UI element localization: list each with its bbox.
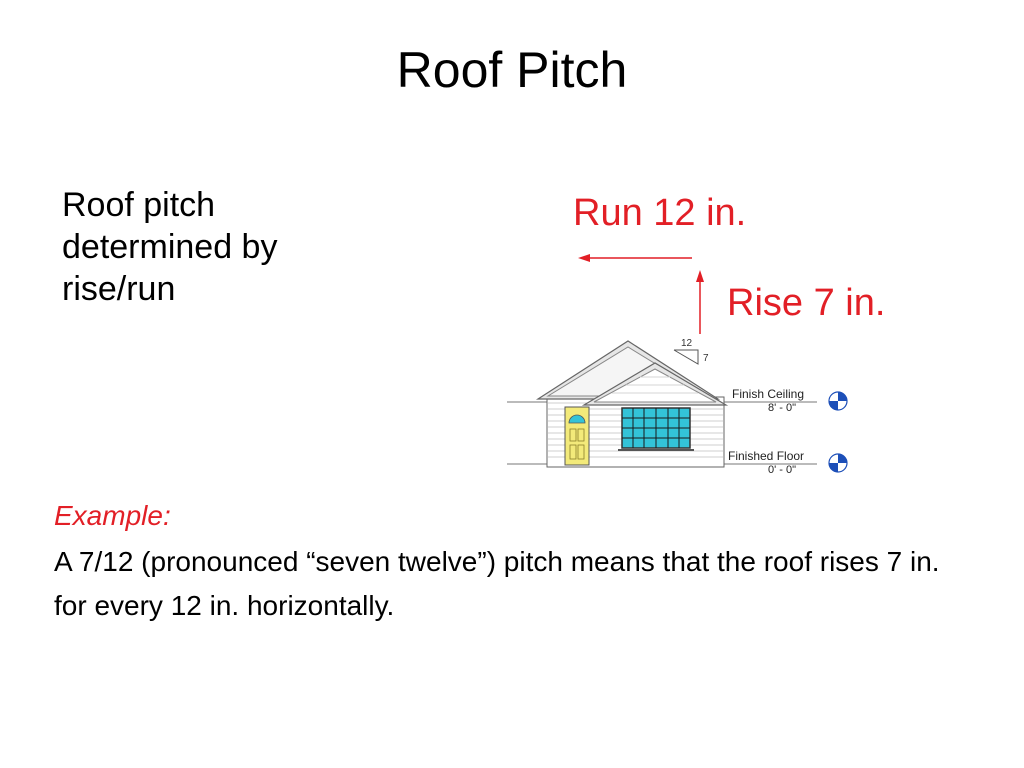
rise-arrow-icon [696, 270, 704, 334]
ceiling-label: Finish Ceiling [732, 387, 804, 401]
pitch-rise-value: 7 [703, 353, 709, 364]
house-elevation-drawing: 12 7 [507, 338, 848, 473]
ceiling-marker-icon [828, 391, 848, 411]
pitch-run-value: 12 [681, 338, 693, 349]
example-label: Example: [54, 500, 171, 531]
pitch-symbol-icon: 12 7 [673, 338, 709, 365]
house-icon [535, 340, 729, 468]
rise-label: Rise 7 in. [727, 282, 886, 324]
floor-label: Finished Floor [728, 449, 804, 463]
floor-marker-icon [828, 453, 848, 473]
pitch-definition-text: Roof pitch determined by rise/run [62, 186, 278, 308]
floor-elevation: 0' - 0" [768, 464, 796, 473]
example-text: A 7/12 (pronounced “seven twelve”) pitch… [54, 546, 940, 621]
run-label: Run 12 in. [573, 192, 747, 234]
ceiling-elevation: 8' - 0" [768, 402, 796, 414]
run-arrow-icon [578, 254, 692, 262]
slide-title: Roof Pitch [396, 42, 628, 98]
